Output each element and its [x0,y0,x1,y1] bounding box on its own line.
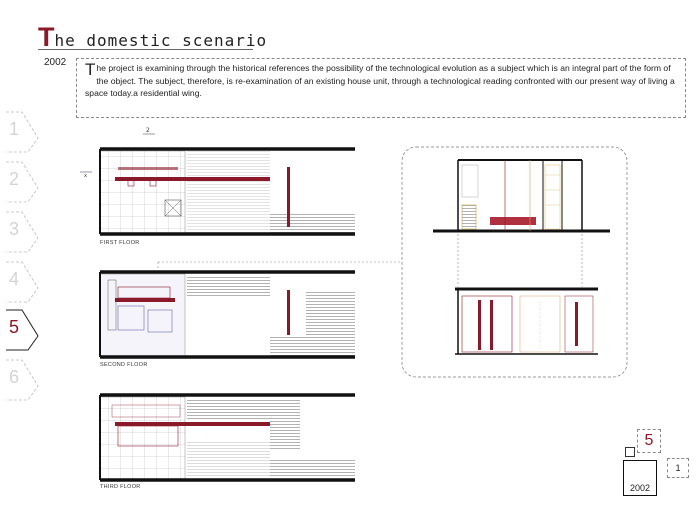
nav-tab-1[interactable]: 1 [4,110,39,153]
upper-section [433,159,610,233]
third-floor-label: THIRD FLOOR [100,484,141,490]
page-number: 5 [637,429,661,453]
first-floor-plan [99,147,355,236]
first-floor-label: FIRST FLOOR [100,240,140,246]
square-icon [625,447,635,457]
title-initial: T [38,22,55,52]
title-text: he domestic scenario [54,31,268,50]
second-floor-label: SECOND FLOOR [100,362,148,368]
nav-tab-5[interactable]: 5 [4,308,39,351]
title-underline [38,49,253,50]
lower-section [455,287,598,355]
svg-text:2: 2 [146,127,150,134]
second-floor-plan [99,270,355,359]
nav-tab-6[interactable]: 6 [4,358,39,401]
nav-tab-4[interactable]: 4 [4,260,39,303]
nav-tab-2[interactable]: 2 [4,160,39,203]
nav-tab-label: 3 [9,219,20,239]
nav-tab-label: 2 [9,169,20,189]
svg-text:x: x [84,173,87,179]
project-year: 2002 [44,57,67,68]
year-box: 2002 [623,460,657,496]
tab-outline-icon [6,161,39,203]
sub-page-number[interactable]: 1 [667,458,689,478]
nav-tab-label: 1 [9,119,20,139]
tab-outline-icon [6,261,39,303]
nav-tab-3[interactable]: 3 [4,210,39,253]
nav-tab-label: 5 [9,317,20,337]
tab-outline-icon [6,111,39,153]
tab-outline-icon [6,359,39,401]
third-floor-plan [99,393,355,482]
tab-outline-icon [6,309,39,351]
description-text: he project is examining through the hist… [85,63,675,98]
nav-tab-label: 6 [9,367,20,387]
tab-outline-icon [6,211,39,253]
sections-panel [401,146,628,378]
description-dropcap: T [85,60,96,79]
page-title: The domestic scenario [38,22,267,52]
nav-tab-label: 4 [9,269,20,289]
